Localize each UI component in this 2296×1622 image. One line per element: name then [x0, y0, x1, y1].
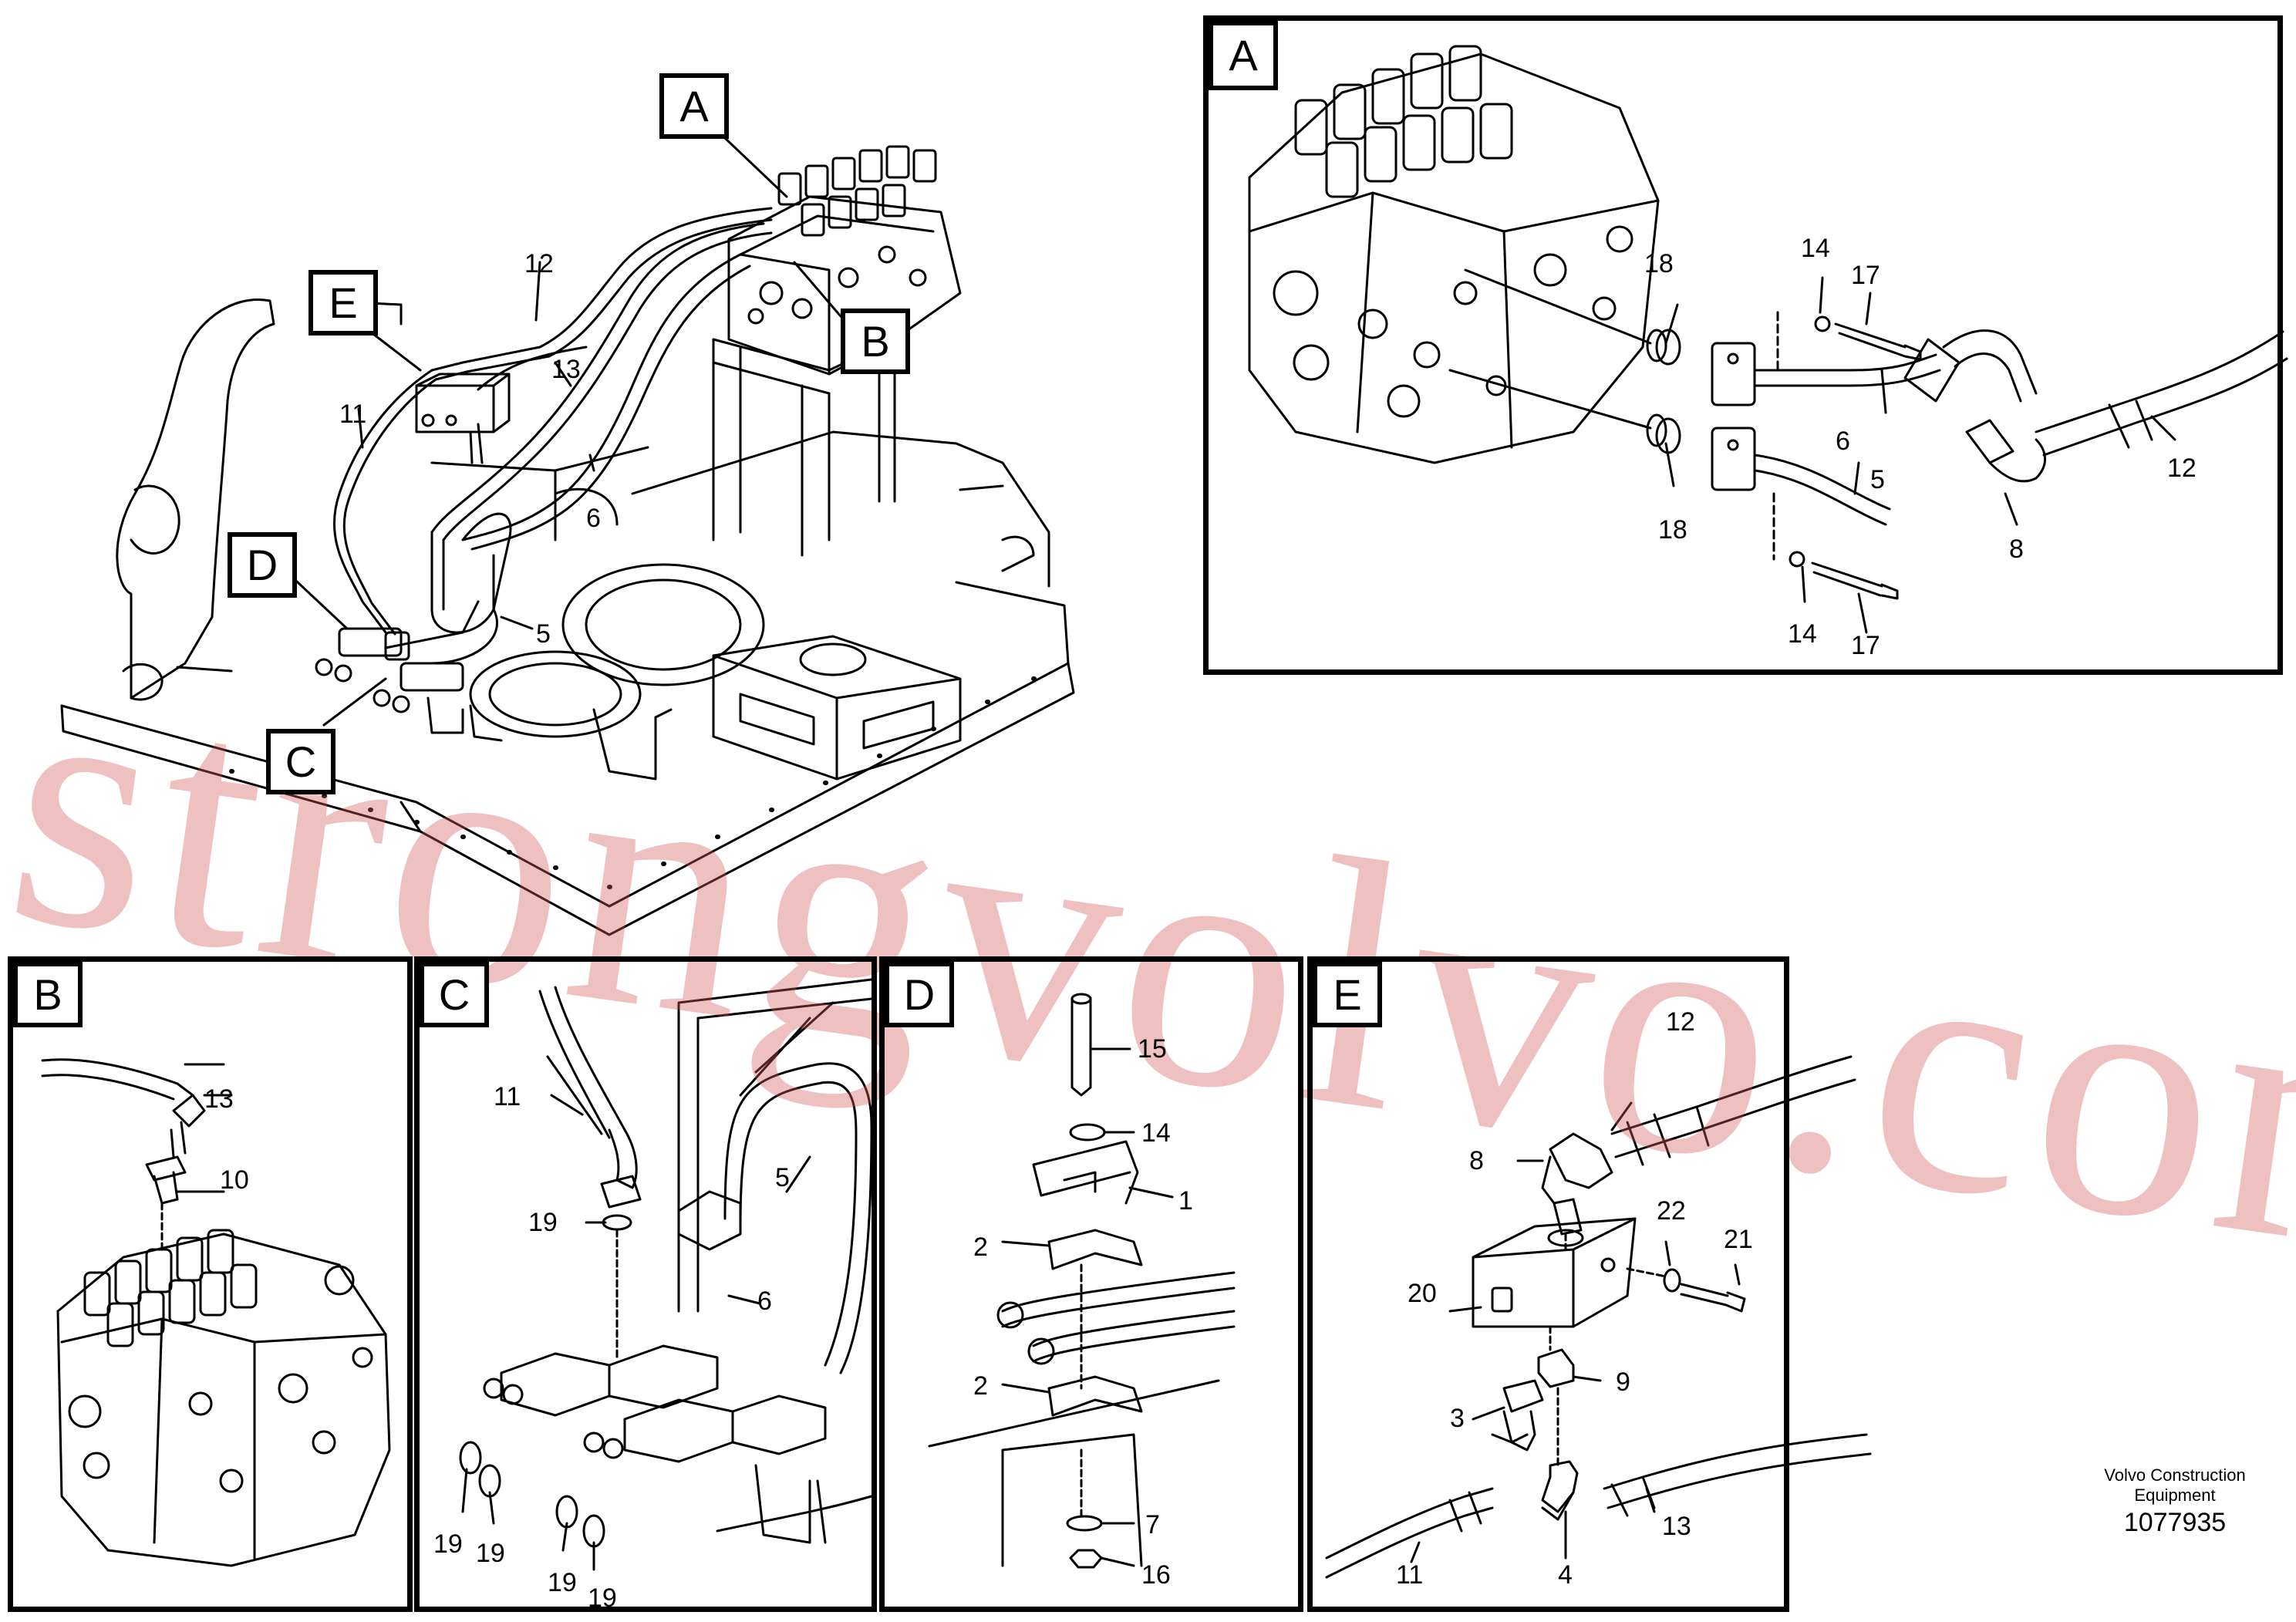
- part-label: 16: [1141, 1560, 1171, 1590]
- part-label: 13: [204, 1084, 234, 1114]
- part-label: 3: [1450, 1404, 1465, 1433]
- footer-company-line2: Equipment: [2134, 1485, 2216, 1505]
- part-label: 15: [1138, 1034, 1167, 1064]
- part-label: 19: [433, 1529, 463, 1559]
- part-label: 17: [1851, 261, 1880, 290]
- part-label: 2: [973, 1233, 988, 1262]
- part-label: 6: [1836, 427, 1850, 456]
- part-label: 13: [1662, 1512, 1691, 1541]
- part-label: 19: [528, 1208, 558, 1237]
- part-label: 19: [548, 1568, 577, 1597]
- part-label: 14: [1801, 234, 1830, 263]
- footer-company-line1: Volvo Construction: [2104, 1465, 2246, 1485]
- part-label: 6: [757, 1286, 772, 1316]
- part-label: 4: [1558, 1560, 1573, 1590]
- part-label: 22: [1657, 1196, 1686, 1226]
- part-label: 11: [1396, 1560, 1424, 1590]
- part-label: 14: [1788, 619, 1817, 649]
- part-label: 11: [339, 400, 367, 429]
- panel-tag-e: E: [1313, 962, 1382, 1027]
- callout-a: A: [659, 73, 729, 139]
- detail-panel-b: [8, 956, 413, 1612]
- part-label: 8: [2009, 534, 2024, 564]
- footer-company: Volvo Construction Equipment: [2082, 1465, 2267, 1506]
- part-label: 5: [775, 1163, 790, 1192]
- part-label: 6: [586, 504, 601, 533]
- part-label: 11: [494, 1082, 521, 1111]
- detail-panel-d: [879, 956, 1303, 1612]
- part-label: 17: [1851, 631, 1880, 660]
- part-label: 5: [536, 619, 551, 649]
- callout-b: B: [841, 309, 910, 374]
- part-label: 12: [524, 249, 554, 278]
- callout-c: C: [266, 729, 335, 794]
- part-label: 1: [1178, 1186, 1193, 1216]
- part-label: 19: [476, 1539, 505, 1568]
- panel-tag-b: B: [13, 962, 83, 1027]
- part-label: 10: [220, 1165, 249, 1195]
- callout-d: D: [228, 532, 297, 598]
- panel-tag-c: C: [420, 962, 489, 1027]
- panel-tag-d: D: [885, 962, 954, 1027]
- panel-tag-a: A: [1209, 21, 1278, 90]
- part-label: 19: [588, 1583, 617, 1613]
- detail-panel-e: [1307, 956, 1789, 1612]
- detail-panel-c: [414, 956, 877, 1612]
- footer-code: 1077935: [2123, 1508, 2227, 1537]
- part-label: 18: [1644, 249, 1674, 278]
- part-label: 20: [1408, 1279, 1437, 1308]
- detail-panel-a: [1203, 15, 2283, 675]
- part-label: 9: [1616, 1367, 1630, 1397]
- part-label: 7: [1145, 1510, 1160, 1539]
- part-label: 13: [551, 355, 581, 384]
- part-label: 14: [1141, 1118, 1171, 1148]
- part-label: 12: [2167, 454, 2197, 483]
- part-label: 5: [1870, 465, 1885, 494]
- part-label: 8: [1469, 1146, 1484, 1175]
- part-label: 12: [1666, 1007, 1695, 1037]
- part-label: 21: [1724, 1225, 1753, 1254]
- callout-e: E: [308, 270, 378, 336]
- part-label: 18: [1658, 515, 1687, 545]
- part-label: 2: [973, 1371, 988, 1401]
